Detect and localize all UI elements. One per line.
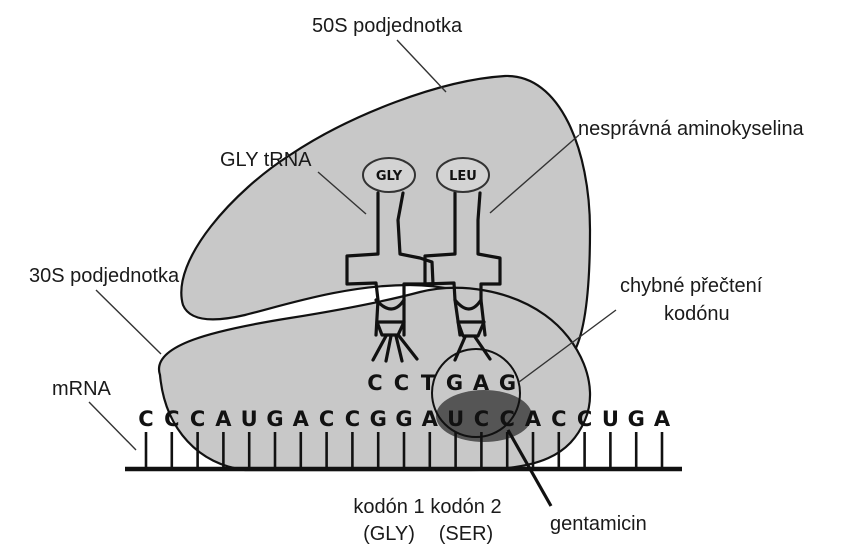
leader-30s bbox=[96, 290, 161, 354]
label-gentamicin: gentamicin bbox=[550, 513, 647, 535]
mrna-base: C bbox=[164, 407, 179, 431]
label-codon1-line1: kodón 1 bbox=[353, 496, 424, 518]
leader-mrna bbox=[89, 402, 136, 450]
mrna-base: A bbox=[422, 407, 439, 431]
anticodon-base: G bbox=[499, 371, 516, 395]
anticodon-base: G bbox=[446, 371, 463, 395]
anticodon-base: C bbox=[394, 371, 409, 395]
label-codon2-line1: kodón 2 bbox=[430, 496, 501, 518]
mrna-base: U bbox=[447, 407, 464, 431]
mrna-base: G bbox=[628, 407, 645, 431]
label-codon1-line2: (GLY) bbox=[363, 523, 415, 545]
label-mrna: mRNA bbox=[52, 378, 112, 400]
label-misreading-line1: chybné přečtení bbox=[620, 275, 763, 297]
anticodon-base: A bbox=[473, 371, 490, 395]
mrna-base: C bbox=[551, 407, 566, 431]
leader-50s bbox=[397, 40, 446, 92]
label-wrong-amino-acid: nesprávná aminokyselina bbox=[578, 118, 805, 140]
mrna-base: A bbox=[215, 407, 232, 431]
anticodon-base: T bbox=[421, 371, 436, 395]
label-50s-subunit: 50S podjednotka bbox=[312, 15, 463, 37]
mrna-teeth bbox=[146, 432, 662, 469]
mrna-base: G bbox=[395, 407, 412, 431]
label-misreading-line2: kodónu bbox=[664, 303, 730, 325]
mrna-base: G bbox=[370, 407, 387, 431]
mrna-base: A bbox=[293, 407, 310, 431]
mrna-base: A bbox=[654, 407, 671, 431]
label-30s-subunit: 30S podjednotka bbox=[29, 265, 180, 287]
mrna-base: C bbox=[474, 407, 489, 431]
mrna-base: G bbox=[266, 407, 283, 431]
mrna-base: C bbox=[499, 407, 514, 431]
label-gly-trna: GLY tRNA bbox=[220, 149, 312, 171]
label-codon2-line2: (SER) bbox=[439, 523, 493, 545]
mrna-base: C bbox=[190, 407, 205, 431]
mrna-base: C bbox=[577, 407, 592, 431]
mrna-base: A bbox=[525, 407, 542, 431]
amino-acid-gly-text: GLY bbox=[376, 169, 403, 184]
mrna-base: C bbox=[138, 407, 153, 431]
anticodon-base: C bbox=[367, 371, 382, 395]
mrna-base: C bbox=[319, 407, 334, 431]
mrna-base: U bbox=[241, 407, 258, 431]
mrna-base: C bbox=[345, 407, 360, 431]
mrna-base: U bbox=[602, 407, 619, 431]
amino-acid-leu-text: LEU bbox=[449, 169, 477, 184]
